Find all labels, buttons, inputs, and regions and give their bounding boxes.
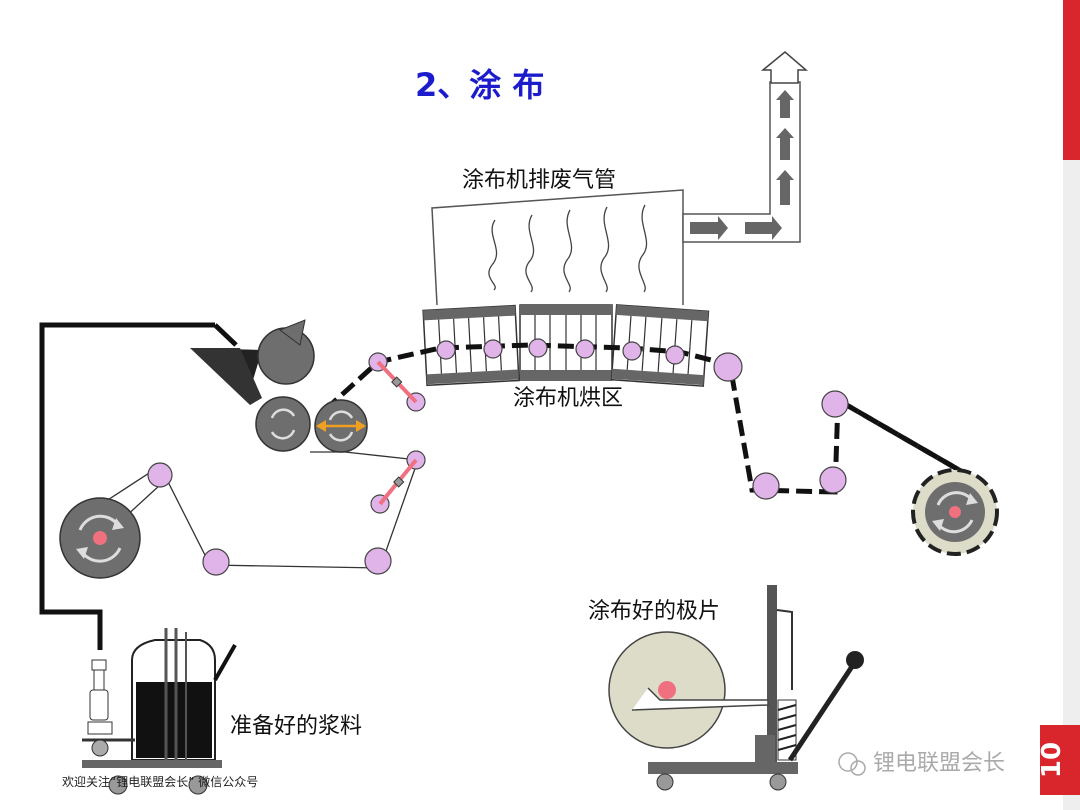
finished-roll-trolley: 涂布好的极片 bbox=[588, 585, 864, 791]
coating-head bbox=[190, 319, 368, 453]
finished-roll-label: 涂布好的极片 bbox=[588, 599, 720, 624]
unwind-roll bbox=[59, 497, 141, 579]
wechat-icon bbox=[838, 752, 858, 772]
accent-bar-gray bbox=[1063, 160, 1080, 810]
slurry-label: 准备好的浆料 bbox=[230, 714, 362, 739]
exhaust-label: 涂布机排废气管 bbox=[462, 168, 616, 193]
exhaust-outlet-arrow bbox=[760, 51, 809, 84]
rewind-roll bbox=[911, 468, 999, 556]
accent-bar-red bbox=[1063, 0, 1080, 160]
drying-oven: 涂布机烘区 bbox=[422, 304, 710, 411]
exhaust-hood: 涂布机排废气管 bbox=[431, 51, 809, 306]
watermark: 锂电联盟会长 bbox=[838, 751, 1005, 776]
watermark-text: 锂电联盟会长 bbox=[873, 751, 1005, 776]
oven-label: 涂布机烘区 bbox=[513, 386, 623, 411]
footer-text: 欢迎关注“锂电联盟会长” 微信公众号 bbox=[62, 774, 258, 789]
page-number-badge bbox=[1040, 725, 1080, 795]
slurry-feed-pipe bbox=[39, 322, 215, 650]
slide-title: 2、涂 布 bbox=[415, 66, 544, 104]
page-number: 10 bbox=[1037, 742, 1067, 778]
slurry-tank: 准备好的浆料 bbox=[82, 628, 362, 795]
